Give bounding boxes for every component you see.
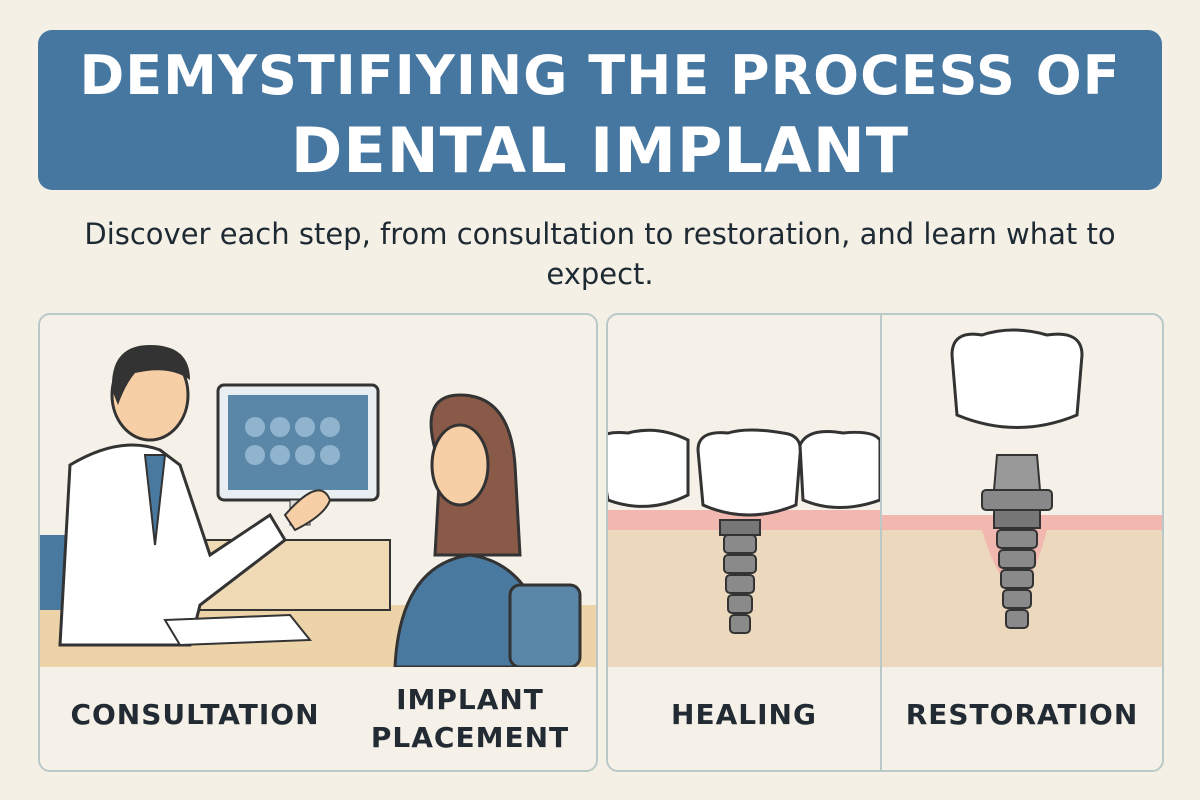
restoration-illustration: [882, 328, 1162, 667]
title-line-1: DEMYSTIFIYING THE PROCESS OF: [79, 44, 1121, 107]
title-line-2: DENTAL IMPLANT: [290, 114, 910, 187]
step-label-restoration: RESTORATION: [905, 698, 1139, 731]
healing-restoration-panel: HEALING RESTORATION: [606, 313, 1164, 772]
step-label-implant-placement: IMPLANT PLACEMENT: [370, 683, 570, 754]
title-banner: DEMYSTIFIYING THE PROCESS OF DENTAL IMPL…: [38, 30, 1162, 190]
panel-divider: [880, 315, 882, 770]
subtitle: Discover each step, from consultation to…: [84, 217, 1116, 291]
step-label-healing: HEALING: [671, 698, 817, 731]
healing-illustration: [608, 428, 880, 667]
step-label-consultation: CONSULTATION: [70, 698, 320, 731]
consultation-panel: CONSULTATION IMPLANT PLACEMENT: [38, 313, 598, 772]
consultation-illustration: [40, 345, 596, 667]
